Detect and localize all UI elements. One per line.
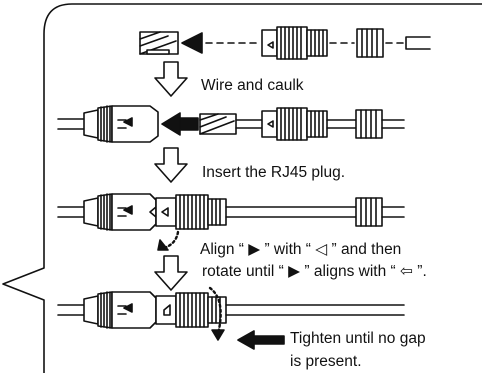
step1-parts (139, 26, 431, 60)
rj45-plug-icon (199, 113, 237, 135)
rotation-arrow-icon (157, 230, 180, 251)
rotation-arrow-icon (208, 286, 225, 341)
solid-left-arrow-icon (161, 112, 199, 136)
step2-assembly (57, 105, 405, 143)
solid-left-arrow-icon (181, 32, 203, 54)
threaded-sleeve (261, 26, 328, 60)
step-arrow-icon (154, 147, 188, 183)
caption-tighten-line1: Tighten until no gap (290, 330, 426, 347)
caption-wire-and-caulk: Wire and caulk (201, 77, 304, 94)
caption-insert-plug: Insert the RJ45 plug. (202, 164, 346, 181)
rj45-plug-icon (139, 31, 179, 55)
caption-tighten-line2: is present. (290, 353, 362, 370)
caption-align-line1: Align “ ▶ ” with “ ◁ ” and then (200, 241, 402, 258)
end-nut (356, 28, 384, 58)
step-arrow-icon (154, 61, 188, 97)
cable-end (405, 36, 431, 50)
callout-frame (2, 3, 482, 374)
step3-assembly (57, 193, 405, 251)
caption-align-line2: rotate until “ ▶ ” aligns with “ ⇦ ”. (202, 263, 427, 280)
solid-left-arrow-icon (237, 330, 285, 350)
step-arrow-icon (154, 255, 188, 291)
step4-assembly (57, 286, 405, 350)
